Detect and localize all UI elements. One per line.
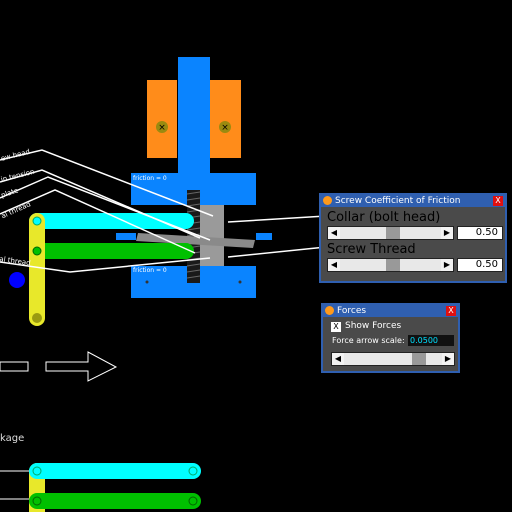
collar-slider-thumb[interactable] (386, 227, 400, 239)
app-icon (325, 306, 334, 315)
chevron-right-icon[interactable]: ▶ (441, 259, 453, 271)
label-friction-top: friction = 0 (133, 175, 167, 182)
collar-label: Collar (bolt head) (327, 210, 441, 225)
cyan-link-lower (29, 463, 201, 479)
direction-arrow (45, 351, 118, 382)
close-button[interactable]: X (493, 196, 503, 206)
green-link-upper (29, 243, 194, 259)
nut-body (200, 205, 224, 266)
friction-panel: Screw Coefficient of Friction X Collar (… (319, 193, 507, 283)
arrow-scale-field[interactable]: 0.0500 (408, 335, 454, 346)
svg-text:×: × (221, 123, 229, 133)
arrow-scale-slider[interactable]: ◀ ▶ (331, 352, 455, 366)
label-linkage: kage (0, 433, 25, 444)
svg-text:×: × (158, 123, 166, 133)
orange-block-left (147, 80, 177, 158)
top-column (178, 57, 210, 177)
yellow-link-upper (29, 213, 45, 326)
close-button[interactable]: X (446, 306, 456, 316)
collar-slider[interactable]: ◀ ▶ (327, 226, 454, 240)
forces-panel: Forces X X Show Forces Force arrow scale… (321, 303, 460, 373)
tilted-plate (136, 233, 255, 248)
thread-slider-thumb[interactable] (386, 259, 400, 271)
arrow-scale-label: Force arrow scale: (332, 336, 405, 345)
label-friction-bottom: friction = 0 (133, 267, 167, 274)
chevron-left-icon[interactable]: ◀ (332, 353, 344, 365)
direction-arrow-left (0, 361, 29, 372)
chevron-right-icon[interactable]: ▶ (441, 227, 453, 239)
show-forces-checkbox[interactable]: X (331, 322, 341, 332)
thread-label: Screw Thread (327, 242, 416, 257)
chevron-right-icon[interactable]: ▶ (442, 353, 454, 365)
chevron-left-icon[interactable]: ◀ (328, 259, 340, 271)
orange-block-right (210, 80, 241, 158)
friction-panel-title: Screw Coefficient of Friction (335, 196, 461, 206)
bolt-left (156, 121, 168, 133)
arrow-scale-slider-thumb[interactable] (412, 353, 426, 365)
bolt-right (219, 121, 231, 133)
show-forces-label: Show Forces (345, 321, 402, 331)
chevron-left-icon[interactable]: ◀ (328, 227, 340, 239)
thread-slider[interactable]: ◀ ▶ (327, 258, 454, 272)
collar-value-field[interactable]: 0.50 (457, 226, 503, 240)
forces-panel-title: Forces (337, 306, 367, 316)
friction-panel-titlebar[interactable]: Screw Coefficient of Friction X (321, 195, 505, 207)
app-icon (323, 196, 332, 205)
forces-panel-titlebar[interactable]: Forces X (323, 305, 458, 317)
blue-ball (9, 272, 25, 288)
thread-value-field[interactable]: 0.50 (457, 258, 503, 272)
green-link-lower (29, 493, 201, 509)
